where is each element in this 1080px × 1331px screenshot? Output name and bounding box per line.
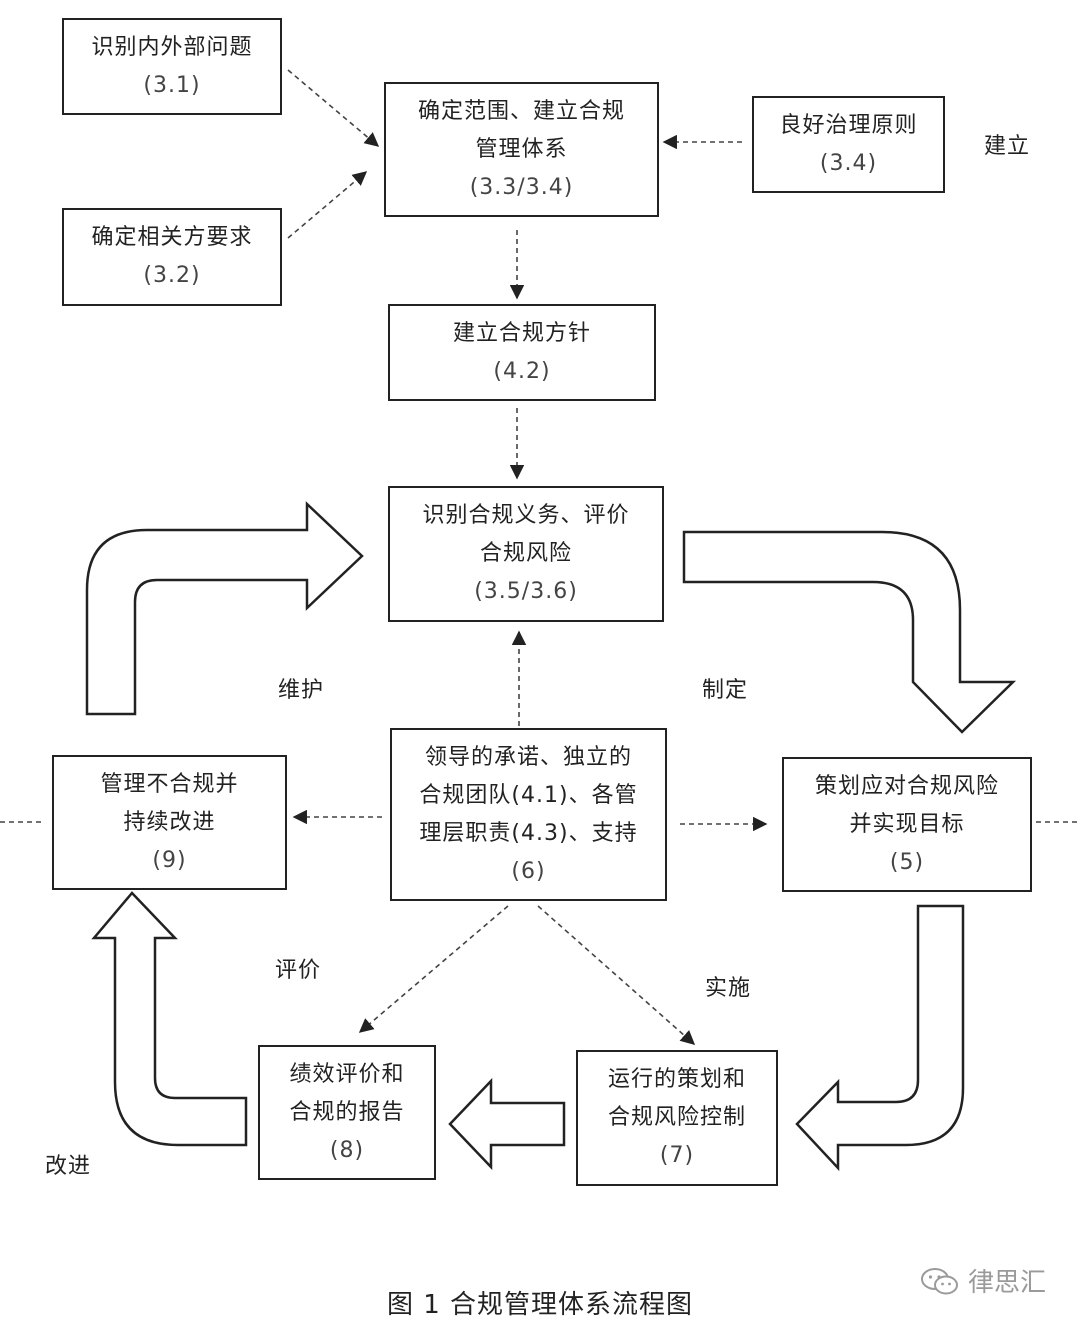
box-section-number: (6) bbox=[511, 858, 546, 884]
box-section-number: (3.2) bbox=[143, 263, 201, 288]
label-improve: 改进 bbox=[45, 1154, 92, 1179]
dashed-arrow-31-to-33 bbox=[287, 69, 380, 147]
box-section-number: (4.2) bbox=[493, 358, 551, 384]
box-section-number: (3.4) bbox=[819, 150, 878, 176]
box-section-number: (8) bbox=[329, 1137, 365, 1163]
label-formulate: 制定 bbox=[702, 678, 749, 703]
box-line-2: 合规团队(4.1)、各管 bbox=[419, 782, 638, 808]
box-section-number: (3.5/3.6) bbox=[474, 579, 578, 604]
box-line-1: 策划应对合规风险 bbox=[814, 773, 999, 799]
label-establish: 建立 bbox=[984, 134, 1031, 159]
box-line-1: 确定范围、建立合规 bbox=[417, 98, 625, 124]
box-title: 良好治理原则 bbox=[779, 112, 918, 138]
watermark-text: 律思汇 bbox=[967, 1268, 1046, 1298]
wechat-icon bbox=[920, 1267, 958, 1294]
box-line-2: 持续改进 bbox=[123, 809, 216, 835]
figure-caption: 图 1 合规管理体系流程图 bbox=[386, 1290, 694, 1320]
box-interested-party-requirements: 确定相关方要求 (3.2) bbox=[62, 208, 282, 306]
box-line-1: 管理不合规并 bbox=[100, 771, 239, 797]
box-title: 建立合规方针 bbox=[452, 320, 591, 346]
box-section-number: (7) bbox=[659, 1143, 695, 1168]
box-compliance-policy: 建立合规方针 (4.2) bbox=[388, 304, 656, 401]
box-section-number: (3.1) bbox=[143, 72, 201, 98]
box-line-1: 运行的策划和 bbox=[607, 1067, 746, 1092]
box-line-2: 管理体系 bbox=[475, 136, 568, 162]
box-good-governance-principles: 良好治理原则 (3.4) bbox=[752, 96, 945, 193]
label-evaluate: 评价 bbox=[275, 958, 322, 983]
box-section-number: (5) bbox=[889, 849, 925, 875]
box-compliance-obligations-risk: 识别合规义务、评价 合规风险 (3.5/3.6) bbox=[388, 486, 664, 622]
watermark: 律思汇 bbox=[920, 1262, 1046, 1299]
block-arrow-implement bbox=[795, 904, 965, 1172]
box-section-number: (3.3/3.4) bbox=[469, 174, 574, 200]
block-arrow-maintain bbox=[85, 501, 364, 716]
box-section-number: (9) bbox=[152, 847, 187, 873]
block-arrow-improve bbox=[91, 891, 248, 1147]
box-line-1: 识别合规义务、评价 bbox=[422, 503, 630, 528]
box-planning-objectives: 策划应对合规风险 并实现目标 (5) bbox=[782, 757, 1032, 892]
box-internal-external-issues: 识别内外部问题 (3.1) bbox=[62, 18, 282, 115]
box-line-1: 领导的承诺、独立的 bbox=[424, 744, 632, 770]
dashed-arrow-6-to-8 bbox=[358, 905, 509, 1033]
dashed-arrow-32-to-33 bbox=[287, 171, 368, 239]
box-title: 确定相关方要求 bbox=[91, 225, 253, 250]
label-implement: 实施 bbox=[705, 976, 752, 1001]
label-maintain: 维护 bbox=[278, 678, 325, 703]
box-line-1: 绩效评价和 bbox=[289, 1061, 405, 1087]
box-leadership-commitment: 领导的承诺、独立的 合规团队(4.1)、各管 理层职责(4.3)、支持 (6) bbox=[390, 728, 667, 901]
box-operational-planning: 运行的策划和 合规风险控制 (7) bbox=[576, 1050, 778, 1186]
box-line-2: 合规风险控制 bbox=[607, 1105, 746, 1130]
box-performance-evaluation: 绩效评价和 合规的报告 (8) bbox=[258, 1045, 436, 1180]
dashed-arrow-6-to-7 bbox=[537, 905, 696, 1045]
block-arrow-8-from-7 bbox=[448, 1077, 566, 1171]
block-arrow-formulate bbox=[682, 530, 1017, 734]
box-line-2: 合规风险 bbox=[479, 541, 572, 566]
box-line-2: 合规的报告 bbox=[289, 1099, 405, 1125]
box-line-2: 并实现目标 bbox=[849, 811, 965, 837]
box-scope-and-system: 确定范围、建立合规 管理体系 (3.3/3.4) bbox=[384, 82, 659, 217]
box-noncompliance-improvement: 管理不合规并 持续改进 (9) bbox=[52, 755, 287, 890]
box-line-3: 理层职责(4.3)、支持 bbox=[419, 820, 638, 846]
box-title: 识别内外部问题 bbox=[91, 34, 253, 60]
